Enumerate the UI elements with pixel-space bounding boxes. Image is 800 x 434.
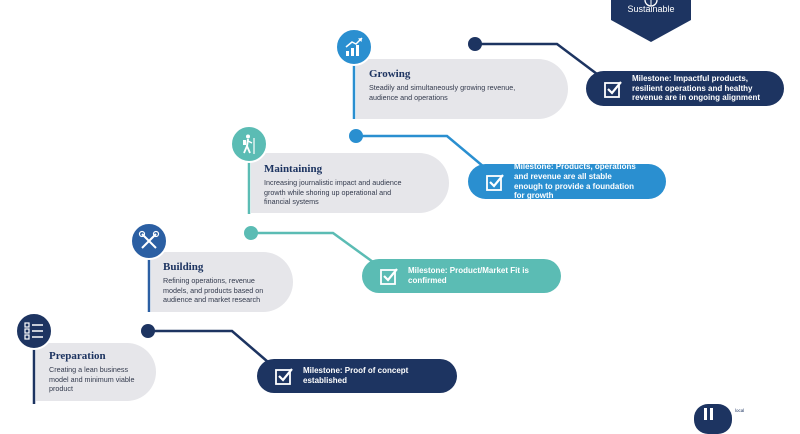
stage-title: Building: [163, 261, 204, 273]
sustainable-badge: Sustainable: [611, 0, 691, 42]
milestone-text: Milestone: Product/Market Fit is confirm…: [408, 266, 529, 285]
stage-icon-growing: [335, 28, 373, 66]
tools-icon: [138, 230, 160, 249]
checkbox-check-icon: [604, 80, 622, 98]
milestone-proof-of-concept: Milestone: Proof of concept established: [257, 359, 457, 393]
growth-chart-icon: [345, 37, 363, 56]
checkbox-check-icon: [380, 268, 398, 285]
badge-label: Sustainable: [627, 4, 675, 14]
connector-path-4: [475, 42, 598, 75]
stage-card-growing: Growing Steadily and simultaneously grow…: [356, 59, 568, 119]
stage-card-maintaining: Maintaining Increasing journalistic impa…: [251, 153, 449, 213]
logo-text: local: [735, 408, 745, 413]
globe-icon: [644, 0, 658, 7]
connector-path-1: [148, 329, 269, 363]
connector-path-2: [251, 231, 374, 264]
milestone-product-market-fit: Milestone: Product/Market Fit is confirm…: [362, 259, 561, 293]
hiker-icon: [243, 134, 255, 154]
stage-description: Increasing journalistic impact and audie…: [264, 178, 402, 207]
checkbox-check-icon: [275, 368, 293, 385]
milestone-ongoing-alignment: Milestone: Impactful products, resilient…: [586, 71, 784, 106]
checklist-icon: [24, 322, 43, 340]
milestone-text: Milestone: Impactful products, resilient…: [632, 74, 761, 103]
stage-title: Growing: [369, 68, 411, 80]
connector-lines: [32, 37, 598, 404]
stage-title: Maintaining: [264, 163, 323, 175]
stage-description: Steadily and simultaneously growing reve…: [369, 83, 516, 102]
stage-icon-maintaining: [230, 125, 268, 163]
stage-description: Refining operations, revenue models, and…: [163, 276, 264, 305]
milestone-text: Milestone: Proof of concept established: [303, 366, 409, 385]
stage-icon-preparation: [15, 312, 53, 350]
connector-path-3: [356, 134, 485, 168]
stage-icon-building: [130, 222, 168, 260]
stage-description: Creating a lean business model and minim…: [49, 365, 135, 394]
logo-mark-icon: [694, 404, 732, 434]
milestone-text: Milestone: Products, operations and reve…: [514, 162, 636, 201]
stage-card-preparation: Preparation Creating a lean business mod…: [36, 343, 156, 401]
stage-card-building: Building Refining operations, revenue mo…: [151, 252, 293, 312]
checkbox-check-icon: [486, 173, 504, 191]
stage-title: Preparation: [49, 350, 106, 362]
milestone-stable-foundation: Milestone: Products, operations and reve…: [468, 162, 666, 201]
